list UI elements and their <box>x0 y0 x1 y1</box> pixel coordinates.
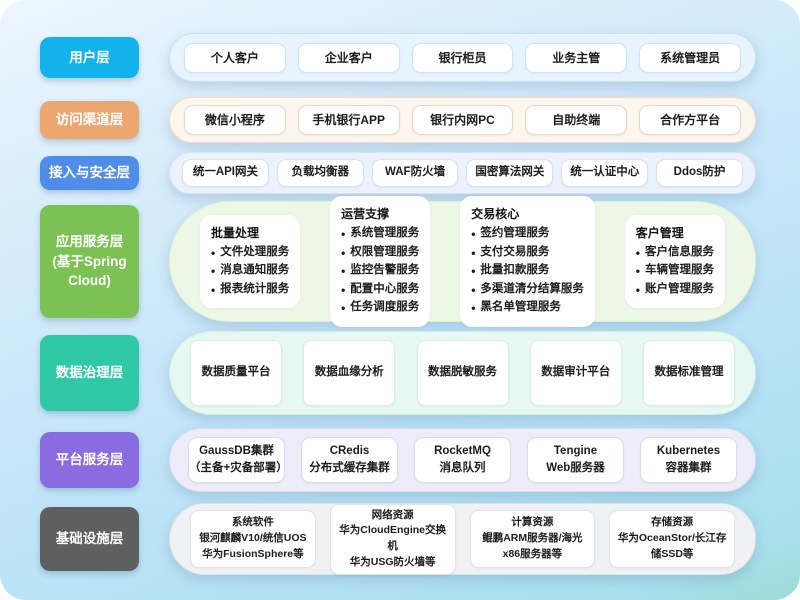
service-item: 签约管理服务 <box>471 225 584 244</box>
layer-label-app-service: 应用服务层 (基于Spring Cloud) <box>40 205 139 318</box>
service-item: 黑名单管理服务 <box>471 299 584 318</box>
layer-row-infrastructure: 基础设施层 系统软件 银河麒麟V10/统信UOS 华为FusionSphere等… <box>40 503 756 575</box>
platform-service-layer-chip: GaussDB集群 （主备+灾备部署） <box>188 437 288 483</box>
service-group-card: 运营支撑系统管理服务权限管理服务监控告警服务配置中心服务任务调度服务 <box>330 196 431 327</box>
platform-service-layer-chip: RocketMQ 消息队列 <box>414 437 511 483</box>
service-group-card: 交易核心签约管理服务支付交易服务批量扣款服务多渠道清分结算服务黑名单管理服务 <box>460 196 595 327</box>
user-layer-chip: 系统管理员 <box>639 42 741 73</box>
platform-service-layer-chip: CRedis 分布式缓存集群 <box>301 437 398 483</box>
user-layer-chip: 企业客户 <box>297 42 400 73</box>
data-governance-layer-chip: 数据血缘分析 <box>303 340 396 406</box>
security-layer-chip: 负载均衡器 <box>276 159 364 187</box>
layer-row-data-governance: 数据治理层 数据质量平台数据血缘分析数据脱敏服务数据审计平台数据标准管理 <box>40 331 756 415</box>
layer-pill-infrastructure: 系统软件 银河麒麟V10/统信UOS 华为FusionSphere等网络资源 华… <box>169 503 756 575</box>
layer-pill-user: 个人客户企业客户银行柜员业务主管系统管理员 <box>169 33 756 82</box>
service-group-title: 客户管理 <box>635 225 684 240</box>
service-item: 客户信息服务 <box>636 244 714 263</box>
channel-layer-chip: 手机银行APP <box>297 105 400 135</box>
infrastructure-layer-chip: 计算资源 鲲鹏ARM服务器/海光x86服务器等 <box>469 510 596 568</box>
layer-pill-app-service: 批量处理文件处理服务消息通知服务报表统计服务运营支撑系统管理服务权限管理服务监控… <box>169 196 756 327</box>
layer-label-user: 用户层 <box>40 37 139 78</box>
layer-row-channel: 访问渠道层 微信小程序手机银行APP 银行内网PC 自助终端合作方平台 <box>40 97 756 143</box>
layer-row-platform-service: 平台服务层 GaussDB集群 （主备+灾备部署） CRedis 分布式缓存集群 R… <box>40 428 756 492</box>
layer-pill-data-governance: 数据质量平台数据血缘分析数据脱敏服务数据审计平台数据标准管理 <box>169 331 756 415</box>
infrastructure-layer-chip: 网络资源 华为CloudEngine交换机 华为USG防火墙等 <box>329 503 456 575</box>
service-item: 任务调度服务 <box>341 299 419 318</box>
service-item: 多渠道清分结算服务 <box>471 281 584 300</box>
service-item: 消息通知服务 <box>211 262 289 281</box>
service-item: 车辆管理服务 <box>636 262 714 281</box>
layer-label-channel: 访问渠道层 <box>40 101 139 139</box>
security-layer-chip: 国密算法网关 <box>466 159 554 187</box>
infrastructure-layer-chip: 存储资源 华为OceanStor/长江存储SSD等 <box>609 510 735 568</box>
service-group-title: 交易核心 <box>471 207 520 222</box>
data-governance-layer-chip: 数据审计平台 <box>529 340 622 406</box>
service-group-title: 批量处理 <box>211 225 260 240</box>
service-group-card: 批量处理文件处理服务消息通知服务报表统计服务 <box>200 214 301 309</box>
user-layer-chip: 银行柜员 <box>411 42 514 73</box>
infrastructure-layer-chip: 系统软件 银河麒麟V10/统信UOS 华为FusionSphere等 <box>190 510 316 568</box>
layer-pill-platform-service: GaussDB集群 （主备+灾备部署） CRedis 分布式缓存集群 RocketM… <box>169 428 756 492</box>
data-governance-layer-chip: 数据脱敏服务 <box>416 340 509 406</box>
security-layer-chip: 统一认证中心 <box>561 159 649 187</box>
service-item: 账户管理服务 <box>636 281 714 300</box>
layer-label-platform-service: 平台服务层 <box>40 432 139 488</box>
security-layer-chip: 统一API网关 <box>182 159 269 187</box>
service-item: 支付交易服务 <box>471 244 584 263</box>
channel-layer-chip: 微信小程序 <box>184 105 286 135</box>
layer-label-data-governance: 数据治理层 <box>40 335 139 411</box>
service-item: 权限管理服务 <box>341 244 419 263</box>
layer-label-infrastructure: 基础设施层 <box>40 507 139 571</box>
service-item: 系统管理服务 <box>341 225 419 244</box>
layer-pill-channel: 微信小程序手机银行APP 银行内网PC 自助终端合作方平台 <box>169 97 756 143</box>
data-governance-layer-chip: 数据质量平台 <box>190 340 282 406</box>
platform-service-layer-chip: Kubernetes 容器集群 <box>640 437 737 483</box>
service-item: 报表统计服务 <box>211 281 289 300</box>
user-layer-chip: 个人客户 <box>184 42 286 73</box>
service-group-card: 客户管理客户信息服务车辆管理服务账户管理服务 <box>624 214 725 309</box>
service-item: 文件处理服务 <box>211 244 289 263</box>
service-item: 配置中心服务 <box>341 281 419 300</box>
data-governance-layer-chip: 数据标准管理 <box>643 340 735 406</box>
service-group-title: 运营支撑 <box>341 207 390 222</box>
security-layer-chip: WAF防火墙 <box>371 159 459 187</box>
user-layer-chip: 业务主管 <box>525 42 628 73</box>
layer-row-user: 用户层 个人客户企业客户银行柜员业务主管系统管理员 <box>40 33 756 82</box>
layer-label-security: 接入与安全层 <box>40 156 139 190</box>
channel-layer-chip: 自助终端 <box>525 105 628 135</box>
channel-layer-chip: 银行内网PC <box>411 105 514 135</box>
channel-layer-chip: 合作方平台 <box>639 105 741 135</box>
platform-service-layer-chip: Tengine Web服务器 <box>527 437 624 483</box>
layer-row-app-service: 应用服务层 (基于Spring Cloud) 批量处理文件处理服务消息通知服务报… <box>40 196 756 327</box>
security-layer-chip: Ddos防护 <box>656 159 743 187</box>
service-item: 批量扣款服务 <box>471 262 584 281</box>
service-item: 监控告警服务 <box>341 262 419 281</box>
